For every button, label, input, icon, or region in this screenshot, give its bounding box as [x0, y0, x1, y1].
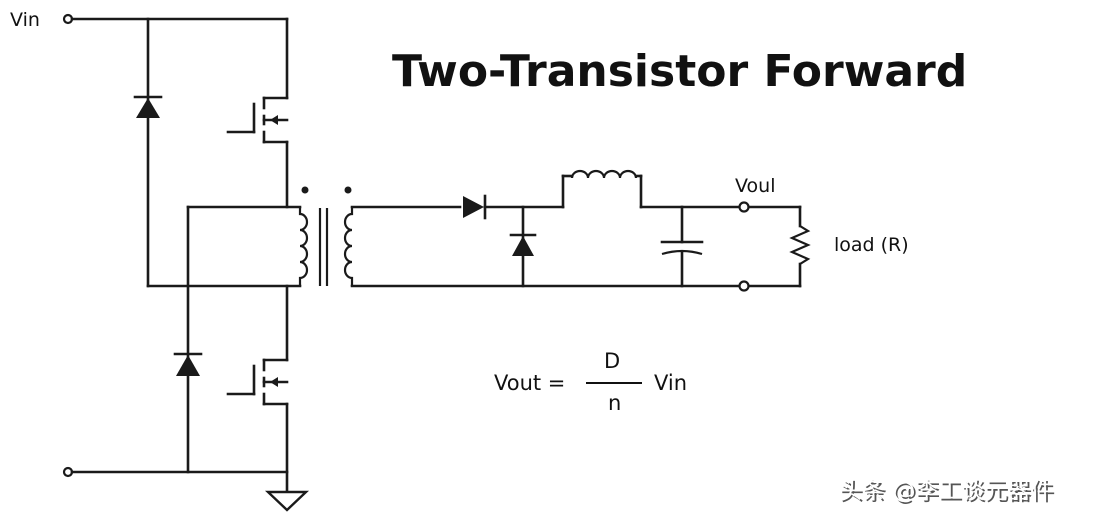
- upper-clamp-diode: [133, 95, 163, 118]
- load-resistor: [789, 205, 811, 288]
- freewheel-diode: [509, 233, 537, 256]
- vout-return-terminal: [738, 280, 750, 292]
- lower-clamp-diode: [173, 352, 203, 376]
- vout-label: Voul: [735, 175, 775, 197]
- watermark-shadow: 头条 @李工谈元器件: [841, 480, 1055, 506]
- output-capacitor: [660, 205, 704, 288]
- primary-polarity-dot: [301, 186, 309, 194]
- forward-diode: [463, 194, 487, 220]
- equation-numerator: D: [604, 349, 620, 373]
- secondary-polarity-dot: [344, 186, 352, 194]
- vout-terminal: [738, 201, 750, 213]
- output-inductor: [561, 169, 643, 209]
- equation-denominator: n: [608, 391, 621, 415]
- diagram-title: Two-Transistor Forward: [392, 46, 967, 97]
- ground-icon: [264, 490, 310, 512]
- transformer: [298, 186, 354, 286]
- equation-lhs: Vout =: [494, 371, 565, 395]
- primary-winding: [298, 207, 309, 286]
- secondary-winding: [343, 207, 354, 286]
- load-label: load (R): [834, 234, 909, 256]
- equation-rhs: Vin: [654, 371, 687, 395]
- vin-label: Vin: [10, 9, 40, 31]
- upper-mosfet: [226, 96, 289, 144]
- lower-mosfet: [226, 358, 289, 406]
- watermark: 头条 @李工谈元器件: [839, 478, 1053, 504]
